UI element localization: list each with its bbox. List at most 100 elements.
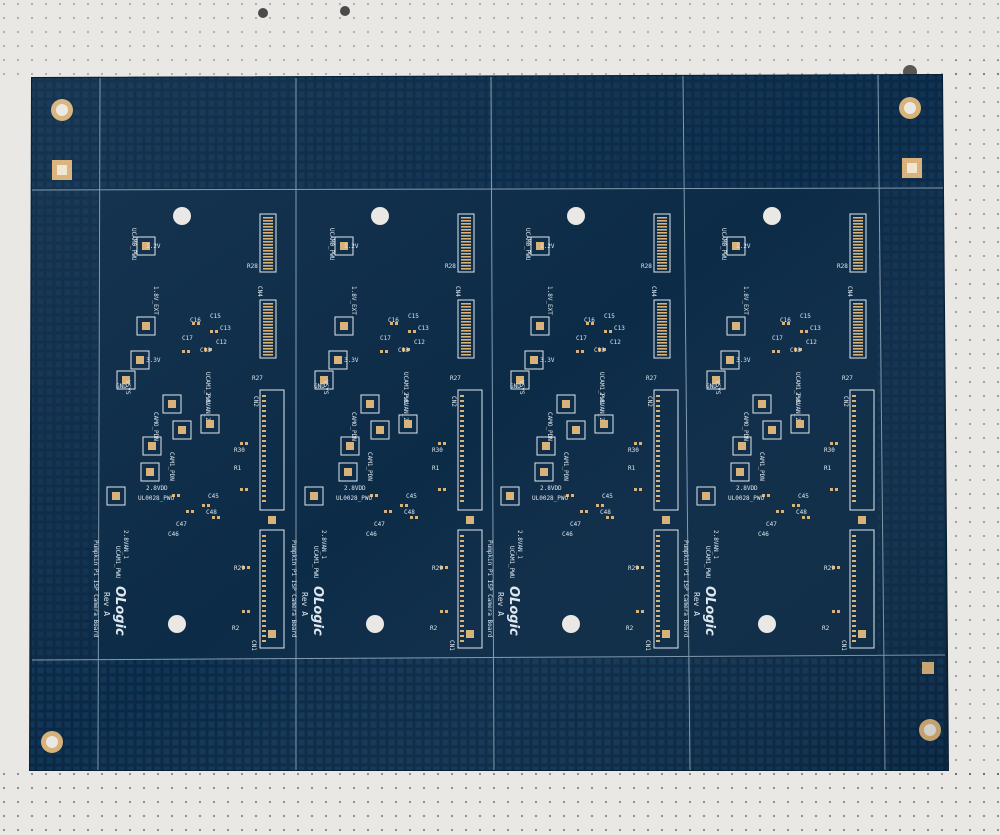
smd-pad [802,516,805,519]
silkscreen-label: C17 [380,335,391,342]
fpc-outline [849,389,875,511]
connector-pin [263,354,273,356]
connector-pin [657,265,667,267]
connector-pin [263,318,273,320]
smd-pad [415,516,418,519]
connector-pin [461,220,471,222]
board-logo: OLogic [702,586,717,636]
silkscreen-label: UCAM1_PWU [312,546,319,579]
board-revision: Rev A [102,592,111,616]
connector-pin [461,321,471,323]
smd-pad [641,566,644,569]
mounting-hole [562,615,580,633]
fpc-pad [656,500,660,502]
smd-pad [598,348,601,351]
smd-pad [830,442,833,445]
silkscreen-label: UCAM1_PWU [794,372,801,405]
test-point-outline [530,316,550,336]
connector-pin [853,303,863,305]
smd-pad [832,566,835,569]
fpc-pad [852,625,856,627]
connector-pin [461,348,471,350]
smd-pad [408,330,411,333]
smd-pad [800,330,803,333]
connector-pin [657,229,667,231]
fpc-pad [460,445,464,447]
fpc-pad [656,435,660,437]
silkscreen-label: 3.3V [146,357,161,364]
test-point-outline [762,420,782,440]
silkscreen-label: C13 [614,325,625,332]
silkscreen-label: C17 [576,335,587,342]
silkscreen-label: C13 [220,325,231,332]
fpc-pad [656,610,660,612]
silkscreen-label: GND [706,383,717,390]
connector-pin [263,259,273,261]
connector-pin [461,268,471,270]
test-point-outline [136,316,156,336]
board-revision: Rev A [692,592,701,616]
fpc-pad [656,570,660,572]
fpc-pad [656,630,660,632]
test-point-pad [344,468,352,476]
smd-pad [445,610,448,613]
smd-pad [835,488,838,491]
silkscreen-label: 3.3V [344,357,359,364]
test-point-pad [178,426,186,434]
silkscreen-label: CAM1_PDN [366,452,373,481]
silkscreen-label: R27 [450,375,461,382]
silkscreen-label: C47 [374,521,385,528]
fpc-pad [262,470,266,472]
connector-pin [461,244,471,246]
fpc-pad [262,580,266,582]
mounting-hole [763,207,781,225]
silkscreen-label: C17 [182,335,193,342]
silkscreen-label: R27 [842,375,853,382]
test-point-pad [334,356,342,364]
silkscreen-label: C16 [190,317,201,324]
fpc-outline [457,529,483,649]
fpc-pad [262,410,266,412]
fpc-anchor-pad [466,630,474,638]
fpc-pad [460,420,464,422]
connector-pin [263,262,273,264]
fpc-anchor-pad [858,516,866,524]
smd-pad [585,510,588,513]
fpc-pad [262,420,266,422]
connector-pin [853,247,863,249]
smd-pad [402,348,405,351]
fpc-pad [460,495,464,497]
test-point-pad [768,426,776,434]
smd-pad [202,504,205,507]
fpc-pad [656,560,660,562]
fpc-pad [460,395,464,397]
connector-pin [853,226,863,228]
silkscreen-label: 1.2V [344,243,359,250]
fpc-pad [852,415,856,417]
test-point-pad [142,322,150,330]
smd-pad [581,350,584,353]
fpc-pad [460,415,464,417]
smd-pad [837,610,840,613]
fpc-anchor-pad [268,516,276,524]
test-point-pad [376,426,384,434]
silkscreen-label: C16 [388,317,399,324]
fpc-pad [656,615,660,617]
silkscreen-label: UL0028_PWU [336,495,373,502]
silkscreen-label: C12 [414,339,425,346]
smd-pad [571,494,574,497]
test-point-outline [162,394,182,414]
board-logo: OLogic [112,586,127,636]
fpc-pad [656,580,660,582]
connector-pin [263,247,273,249]
silkscreen-label: CAMO_PDN [152,412,159,441]
test-point-pad [738,442,746,450]
fpc-pad [656,565,660,567]
connector-pin [657,232,667,234]
board-title: Pumpkin Pi ISP Camera Board [486,540,493,638]
fpc-pad [656,585,660,587]
smd-pad [210,330,213,333]
silkscreen-label: 2.8VAN_2 [794,392,801,421]
smd-pad [217,516,220,519]
connector-pin [657,348,667,350]
